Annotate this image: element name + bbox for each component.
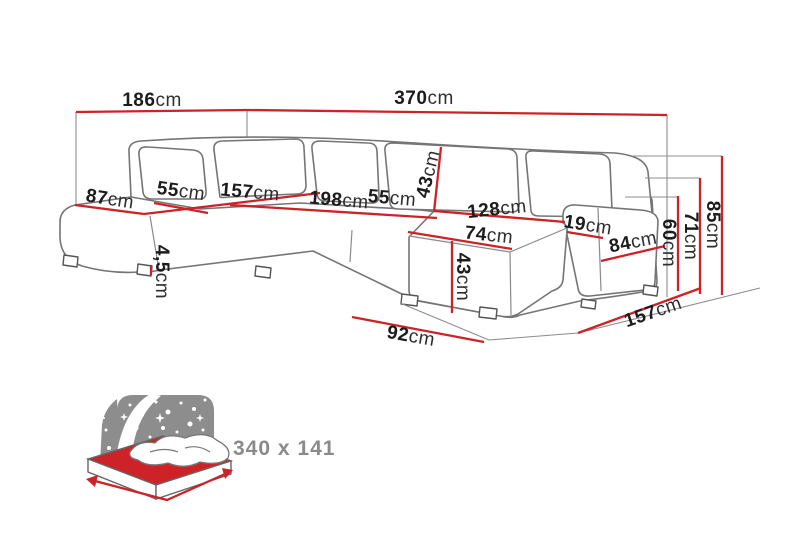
seat-creases	[149, 215, 353, 271]
dim-label-198: 198cm	[308, 187, 369, 213]
bed-icon	[85, 434, 234, 502]
sofa-drawing	[59, 136, 659, 320]
sleeper-function-icon: 340 x 141	[85, 393, 335, 502]
dim-line-wall-left	[75, 108, 248, 114]
bed-arrows-icon	[86, 468, 233, 502]
dim-label-55a: 55cm	[155, 178, 206, 206]
dimension-labels: 186cm 370cm 87cm 55cm 157cm 198cm 55cm 4…	[84, 88, 723, 351]
dim-line-74	[407, 230, 513, 251]
dim-line-157a	[143, 191, 321, 216]
dim-label-60: 60cm	[658, 219, 679, 267]
dim-line-55a	[153, 201, 209, 215]
dim-line-128	[433, 209, 566, 224]
dim-label-85: 85cm	[702, 201, 723, 249]
dim-label-wall-back: 370cm	[394, 88, 454, 109]
dim-line-wall-back	[246, 108, 668, 117]
dim-label-71: 71cm	[680, 212, 701, 260]
projection-lines	[399, 155, 761, 341]
dim-line-92	[351, 315, 485, 344]
dim-line-19	[566, 230, 604, 240]
dim-line-87	[74, 203, 145, 216]
sleeping-area-size: 340 x 141	[233, 437, 335, 460]
dim-label-19: 19cm	[562, 211, 613, 239]
back-cushions	[138, 138, 613, 218]
dim-label-43b: 43cm	[452, 253, 473, 301]
bed-blanket	[129, 434, 230, 467]
dimension-lines	[74, 108, 724, 344]
dim-line-198	[229, 203, 438, 220]
dim-label-84: 84cm	[607, 228, 659, 258]
dim-line-157b	[577, 286, 702, 335]
dim-label-157b: 157cm	[622, 293, 685, 332]
dim-label-43a: 43cm	[412, 148, 444, 200]
dim-label-92: 92cm	[385, 322, 436, 351]
dim-line-84	[600, 244, 666, 263]
dim-label-87: 87cm	[84, 185, 135, 213]
chaise-lounge-creases	[408, 227, 568, 316]
dim-line-43a	[432, 146, 443, 213]
dim-label-wall-left: 186cm	[122, 90, 182, 111]
dim-label-128: 128cm	[466, 196, 527, 223]
dim-label-leg-height: 4,5cm	[151, 245, 172, 299]
sofa-legs	[62, 254, 659, 320]
dim-label-157a: 157cm	[219, 179, 280, 205]
night-sky-lobe	[100, 399, 119, 464]
dim-label-55b: 55cm	[367, 186, 417, 211]
dim-label-74: 74cm	[464, 223, 514, 249]
